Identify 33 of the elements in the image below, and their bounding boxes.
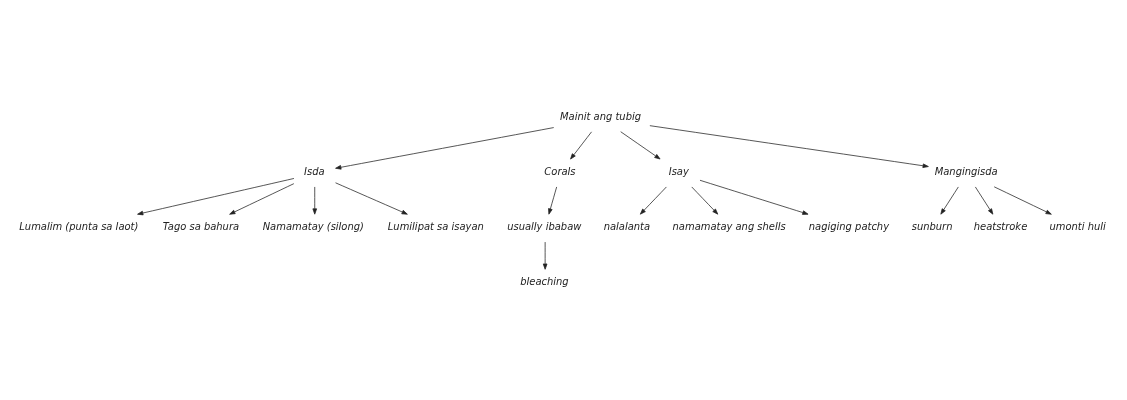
arrow <box>993 185 1052 215</box>
node-text: nalalanta <box>603 220 651 232</box>
arrow <box>649 124 929 168</box>
arrow <box>137 177 295 215</box>
node-text: Tago sa bahura <box>162 220 240 232</box>
node-text: Isay <box>668 165 689 177</box>
arrow <box>699 179 809 215</box>
node-text: nagiging patchy <box>808 220 890 232</box>
node-text: umonti huli <box>1049 220 1106 232</box>
node-text: namamatay ang shells <box>672 220 786 232</box>
node-text: Corals <box>544 165 576 177</box>
node-text: Lumalim (punta sa laot) <box>19 220 139 232</box>
arrow <box>639 186 667 215</box>
node-text: Isda <box>304 165 325 177</box>
arrow <box>548 186 558 215</box>
arrow <box>940 186 959 215</box>
arrow <box>335 181 408 215</box>
node-text: bleaching <box>520 275 569 287</box>
node-text: Mainit ang tubig <box>560 110 642 122</box>
node-text: Namamatay (silong) <box>262 220 364 232</box>
node-text: Lumilipat sa isayan <box>387 220 484 232</box>
node-text: usually ibabaw <box>507 220 582 232</box>
arrow <box>620 130 661 159</box>
node-text: heatstroke <box>973 220 1028 232</box>
arrow <box>542 241 548 270</box>
arrow <box>229 182 295 215</box>
arrow <box>570 130 592 159</box>
arrow <box>335 126 555 170</box>
node-text: Mangingisda <box>934 165 998 177</box>
arrow <box>691 186 719 215</box>
arrow <box>975 186 994 215</box>
node-text: sunburn <box>911 220 953 232</box>
arrow <box>312 186 317 215</box>
